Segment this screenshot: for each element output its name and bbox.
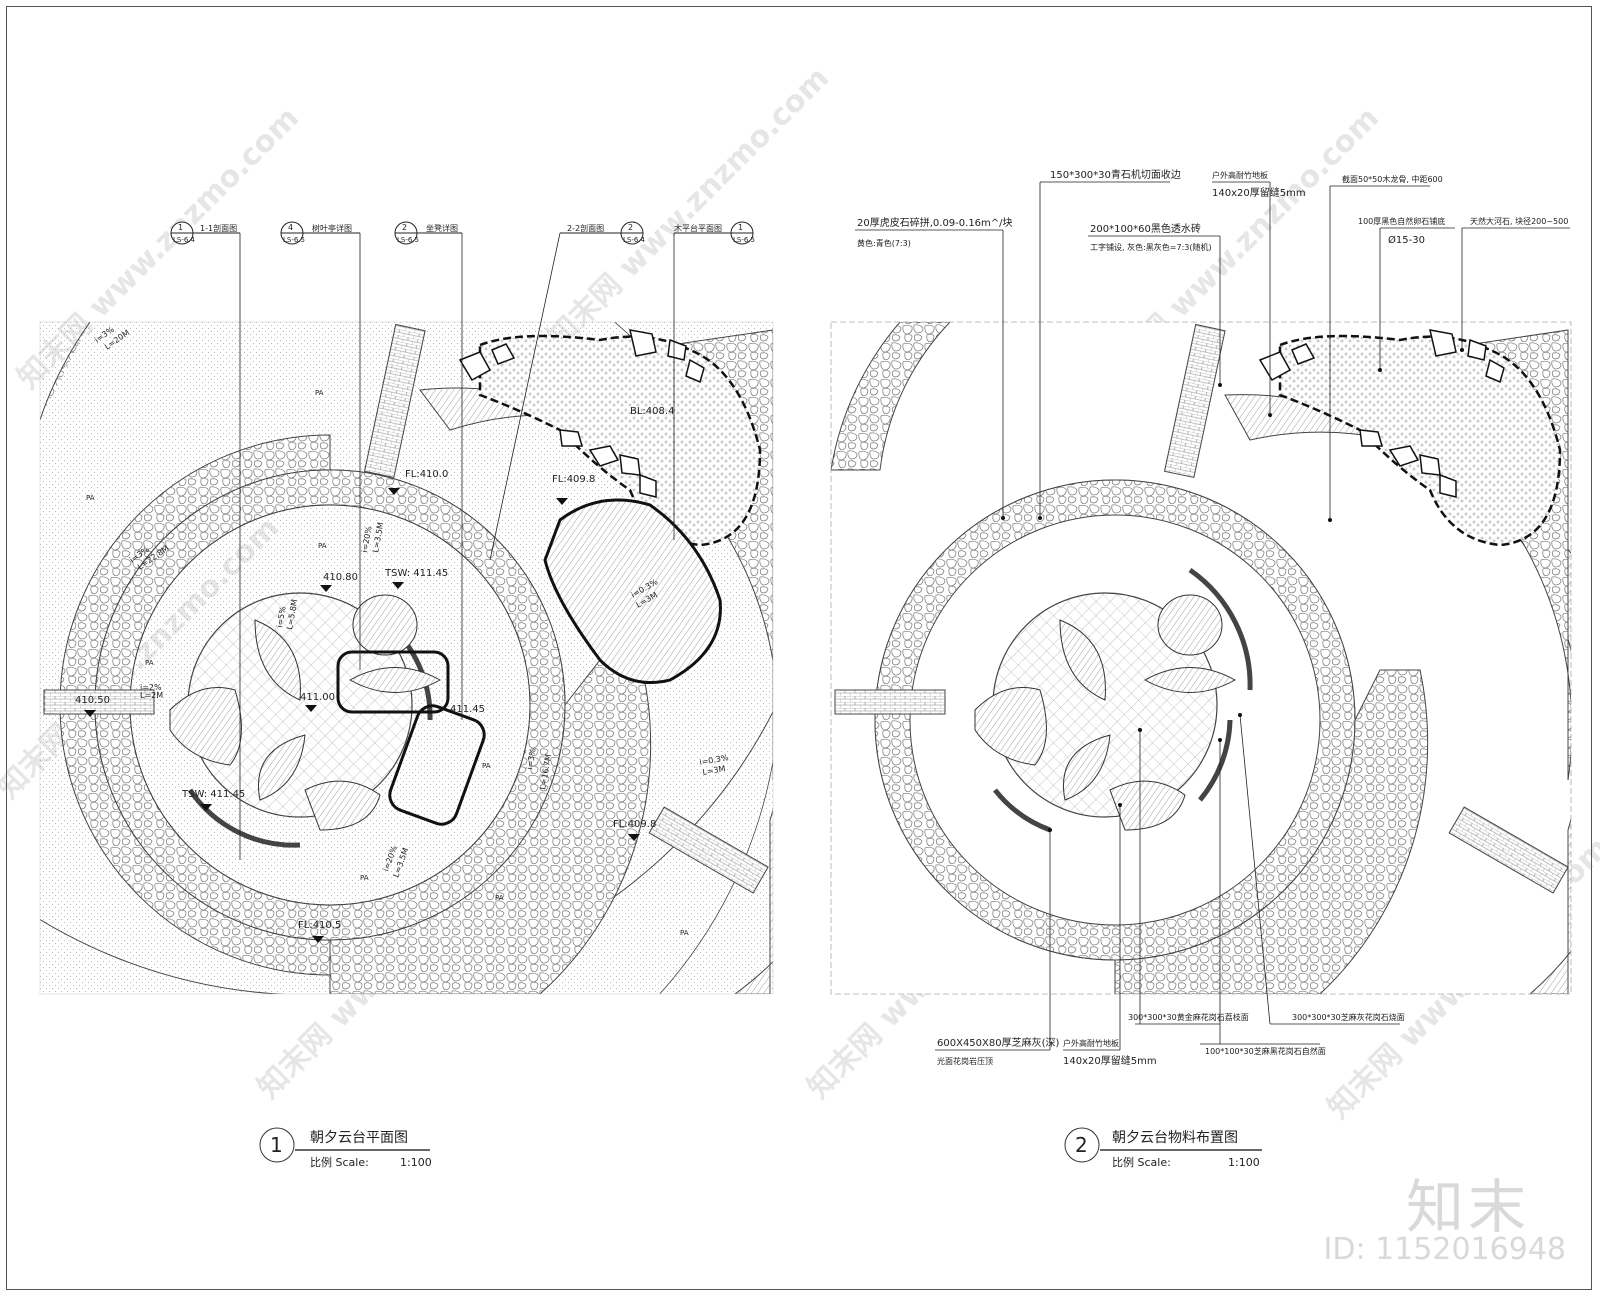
pa-label: PA <box>495 894 504 902</box>
annotation: 100厚黑色自然卵石铺底 <box>1358 216 1445 226</box>
annotation: 150*300*30青石机切面收边 <box>1050 168 1181 181</box>
annotation: 截面50*50木龙骨, 中距600 <box>1342 174 1443 184</box>
annotation: 140x20厚留缝5mm <box>1063 1054 1157 1067</box>
elevation: FL:409.8 <box>552 474 595 485</box>
slope: i=5% <box>275 605 288 628</box>
elevation: TSW: 411.45 <box>384 568 448 579</box>
slope: i=3% <box>525 747 538 770</box>
callout-label: 2-2剖面图 <box>567 223 604 233</box>
plan-2: 20厚虎皮石碎拼,0.09-0.16m^/块 黄色:青色(7:3) 150*30… <box>830 168 1572 1169</box>
elevation: 410.50 <box>75 695 110 706</box>
slope: i=2% <box>140 683 162 692</box>
plan-2-title-block: 2 朝夕云台物料布置图 比例 Scale: 1:100 <box>1064 1127 1262 1169</box>
annotation: 户外高耐竹地板 <box>1212 170 1268 180</box>
scale-label: 比例 Scale: <box>310 1155 369 1169</box>
pa-labels: PA PA PA PA PA PA PA PA <box>86 389 689 937</box>
callout-sheet: LS-6.5 <box>733 236 755 244</box>
elevation: FL:409.8 <box>613 819 656 830</box>
plan-number: 2 <box>1075 1133 1088 1157</box>
pa-label: PA <box>318 542 327 550</box>
annotation: 300*300*30芝麻灰花岗石烧面 <box>1292 1012 1405 1022</box>
scale-value: 1:100 <box>1228 1156 1260 1169</box>
callout-sheet: LS-6.5 <box>283 236 305 244</box>
callout-num: 4 <box>288 223 293 232</box>
annotation: 100*100*30芝麻黑花岗石自然面 <box>1205 1046 1326 1056</box>
callout-sheet: LS-6.4 <box>623 236 646 244</box>
asset-id: ID: 1152016948 <box>1323 1232 1566 1267</box>
elevation: FL:410.5 <box>298 920 341 931</box>
callout-4-pavilion[interactable]: 4 LS-6.5 树叶亭详图 <box>280 221 361 670</box>
scale-label: 比例 Scale: <box>1112 1155 1171 1169</box>
pa-label: PA <box>315 389 324 397</box>
callout-label: 树叶亭详图 <box>312 223 352 233</box>
pa-label: PA <box>360 874 369 882</box>
callout-sheet: LS-6.4 <box>173 236 196 244</box>
elevation: FL:410.0 <box>405 469 448 480</box>
pa-label: PA <box>482 762 491 770</box>
annotation: 黄色:青色(7:3) <box>857 238 911 248</box>
plan-title: 朝夕云台平面图 <box>310 1130 408 1146</box>
annotation: 20厚虎皮石碎拼,0.09-0.16m^/块 <box>857 216 1013 229</box>
slope-length: L=3M <box>702 764 726 777</box>
plan-title: 朝夕云台物料布置图 <box>1112 1130 1238 1146</box>
callout-2-bench[interactable]: 2 LS-6.5 坐凳详图 <box>394 221 463 720</box>
callout-label: 坐凳详图 <box>426 223 458 233</box>
elevation: TSW: 411.45 <box>181 789 245 800</box>
callout-num: 1 <box>178 223 183 232</box>
slope-length: L=2M <box>140 691 163 700</box>
plan-1-title-block: 1 朝夕云台平面图 比例 Scale: 1:100 <box>259 1127 432 1169</box>
brand-logo: 知末 <box>1405 1173 1530 1241</box>
annotation: 200*100*60黑色透水砖 <box>1090 222 1201 235</box>
callout-label: 1-1剖面图 <box>200 223 237 233</box>
material-annotations-bottom: 600X450X80厚芝麻灰(深) 光面花岗岩压顶 户外高耐竹地板 140x20… <box>935 713 1405 1067</box>
plan-1: 1 LS-6.4 1-1剖面图 4 LS-6.5 树叶亭详图 2 LS-6.5 <box>39 221 774 1169</box>
callout-1-deck[interactable]: 1 LS-6.5 木平台平面图 <box>673 221 755 540</box>
sheet-border <box>6 6 1592 1290</box>
annotation: 光面花岗岩压顶 <box>937 1056 993 1066</box>
callout-num: 2 <box>402 223 407 232</box>
pa-label: PA <box>86 494 95 502</box>
callout-sheet: LS-6.5 <box>397 236 419 244</box>
pa-label: PA <box>680 929 689 937</box>
elevation: BL:408.4 <box>630 406 674 417</box>
annotation: 300*300*30黄金麻花岗石荔枝面 <box>1128 1012 1249 1022</box>
callout-label: 木平台平面图 <box>674 223 722 233</box>
elevation-labels: FL:410.0 FL:409.8 BL:408.4 410.80 TSW: 4… <box>75 406 674 943</box>
scale-value: 1:100 <box>400 1156 432 1169</box>
elevation: 410.80 <box>323 572 358 583</box>
callout-num: 1 <box>738 223 743 232</box>
elevation: 411.45 <box>450 704 485 715</box>
callout-2-section[interactable]: 2 LS-6.4 2-2剖面图 <box>489 221 646 561</box>
annotation: 户外高耐竹地板 <box>1063 1038 1119 1048</box>
annotation: 140x20厚留缝5mm <box>1212 186 1306 199</box>
annotation: Ø15-30 <box>1388 234 1425 246</box>
annotation: 600X450X80厚芝麻灰(深) <box>937 1036 1060 1049</box>
plan-number: 1 <box>270 1133 283 1157</box>
pa-label: PA <box>145 659 154 667</box>
annotation: 工字铺设, 灰色:黑灰色=7:3(随机) <box>1090 242 1212 252</box>
callout-1-section[interactable]: 1 LS-6.4 1-1剖面图 <box>170 221 241 860</box>
material-annotations-top: 20厚虎皮石碎拼,0.09-0.16m^/块 黄色:青色(7:3) 150*30… <box>855 168 1570 522</box>
annotation: 天然大河石, 块径200~500 <box>1470 216 1568 226</box>
elevation: 411.00 <box>300 692 335 703</box>
callout-num: 2 <box>628 223 633 232</box>
